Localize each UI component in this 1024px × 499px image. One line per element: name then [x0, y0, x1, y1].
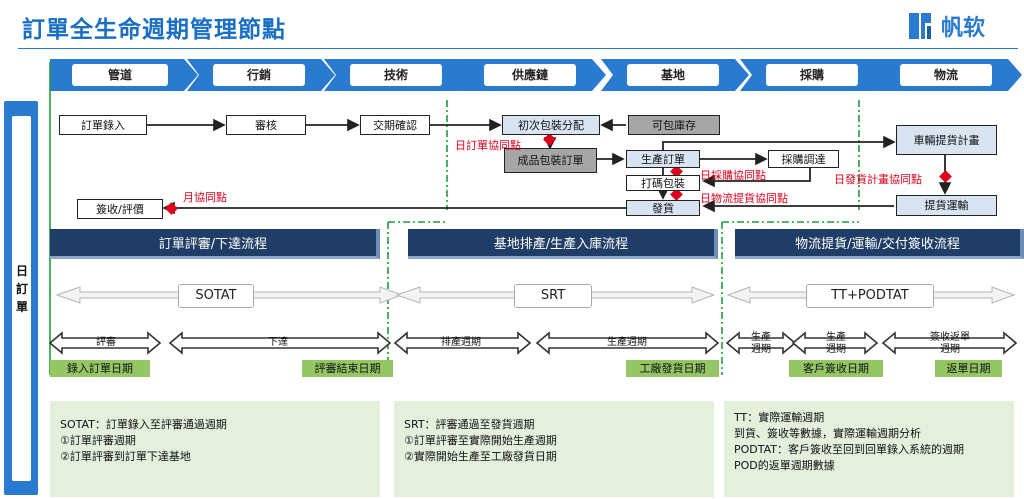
note-line: ①訂單評審至實際開始生產週期: [404, 434, 557, 447]
node-review: 審核: [226, 115, 306, 135]
sync-daily-order: 日訂單協同點: [455, 139, 521, 152]
sync-daily-ship-plan: 日發貨計畫協同點: [834, 173, 922, 186]
node-production-order: 生產訂單: [626, 150, 700, 168]
cycle-issue: 下達: [268, 337, 288, 348]
note-line: ②訂單評審到訂單下達基地: [60, 450, 191, 463]
milestone-customer-sign: 客戶簽收日期: [789, 360, 883, 377]
note-sotat: SOTAT：訂單錄入至評審通過週期 ①訂單評審週期 ②訂單評審到訂單下達基地: [50, 401, 380, 497]
side-bar-inner: [12, 116, 31, 481]
phase-sotat: SOTAT: [178, 284, 254, 308]
title-underline: [18, 48, 1018, 49]
note-line: 到貨、簽收等數據，實際運輸週期分析: [734, 427, 921, 440]
note-line: POD的返單週期數據: [734, 459, 835, 472]
side-label: 日 訂 單: [13, 262, 31, 316]
stage-chevron: 基地: [601, 59, 749, 91]
stage-chevron: 管道: [50, 59, 198, 91]
cycle-schedule: 排產週期: [441, 337, 481, 348]
stage-label: 技術: [383, 68, 408, 82]
node-sign-eval: 簽收/評價: [77, 199, 163, 219]
phase-srt: SRT: [514, 284, 592, 308]
stage-label: 基地: [660, 68, 685, 82]
note-srt: SRT：評審通過至發貨週期 ①訂單評審至實際開始生產週期 ②實際開始生產至工廠發…: [394, 401, 714, 497]
stage-chevron: 採購: [740, 59, 888, 91]
note-line: TT：實際運輸週期: [734, 411, 825, 424]
stage-chevron: 技術: [324, 59, 472, 91]
fanruan-logo-icon: [909, 13, 931, 39]
cycle-review: 評審: [96, 337, 116, 348]
logo-text: 帆软: [941, 16, 986, 41]
milestone-order-entry: 錄入訂單日期: [50, 360, 150, 377]
node-pickup-transport: 提貨運輸: [896, 195, 997, 216]
stage-label: 行銷: [246, 68, 271, 82]
sync-daily-logistics: 日物流提貨協同點: [700, 192, 788, 205]
brand-logo: 帆软: [905, 8, 985, 44]
band-order-review: 訂單評審/下達流程: [50, 229, 380, 259]
sync-daily-purchase: 日採購協同點: [700, 169, 766, 182]
stage-chevron: 供應鏈: [458, 59, 606, 91]
node-print-pack: 打碼包裝: [626, 175, 700, 191]
note-line: ②實際開始生產至工廠發貨日期: [404, 450, 557, 463]
cycle-prod-short-2: 生產週期: [826, 332, 846, 355]
milestone-return: 返單日期: [935, 360, 1002, 377]
node-packable-stock: 可包庫存: [628, 115, 720, 135]
node-vehicle-plan: 車輛提貨計畫: [896, 125, 997, 155]
stage-label: 採購: [799, 68, 824, 82]
page-title: 訂單全生命週期管理節點: [22, 17, 286, 43]
sync-monthly: 月協同點: [183, 191, 227, 204]
node-finished-pack-order: 成品包裝訂單: [504, 148, 597, 173]
note-tt-podtat: TT：實際運輸週期 到貨、簽收等數據，實際運輸週期分析 PODTAT：客戶簽收至…: [724, 401, 1014, 497]
note-line: SRT：評審通過至發貨週期: [404, 418, 535, 431]
side-label-char-3: 單: [15, 300, 28, 314]
stage-chevron: 物流: [874, 59, 1022, 91]
milestone-factory-ship: 工廠發貨日期: [626, 360, 719, 377]
milestone-review-end: 評審結束日期: [302, 360, 393, 377]
note-line: PODTAT：客戶簽收至回到回單錄入系統的週期: [734, 443, 965, 456]
phase-tt-podtat: TT+PODTAT: [806, 284, 934, 308]
note-line: ①訂單評審週期: [60, 434, 136, 447]
stage-label: 供應鏈: [511, 68, 548, 82]
node-purchase-adjust: 採購調達: [768, 150, 839, 168]
node-ship: 發貨: [626, 200, 700, 216]
band-production: 基地排產/生產入庫流程: [408, 229, 718, 259]
cycle-prod-short-1: 生產週期: [751, 332, 771, 355]
stage-chevron: 行銷: [187, 59, 335, 91]
note-line: SOTAT：訂單錄入至評審通過週期: [60, 418, 227, 431]
cycle-sign-return: 簽收返單週期: [930, 332, 970, 355]
band-logistics: 物流提貨/運輸/交付簽收流程: [735, 229, 1024, 259]
node-delivery-confirm: 交期確認: [360, 115, 430, 135]
stage-label: 物流: [933, 68, 958, 82]
stage-label: 管道: [107, 68, 132, 82]
side-label-char-2: 訂: [15, 282, 28, 296]
node-first-pack: 初次包裝分配: [502, 115, 600, 135]
cycle-production: 生產週期: [607, 337, 647, 348]
node-order-entry: 訂單錄入: [59, 115, 147, 135]
side-label-char-1: 日: [15, 264, 28, 278]
